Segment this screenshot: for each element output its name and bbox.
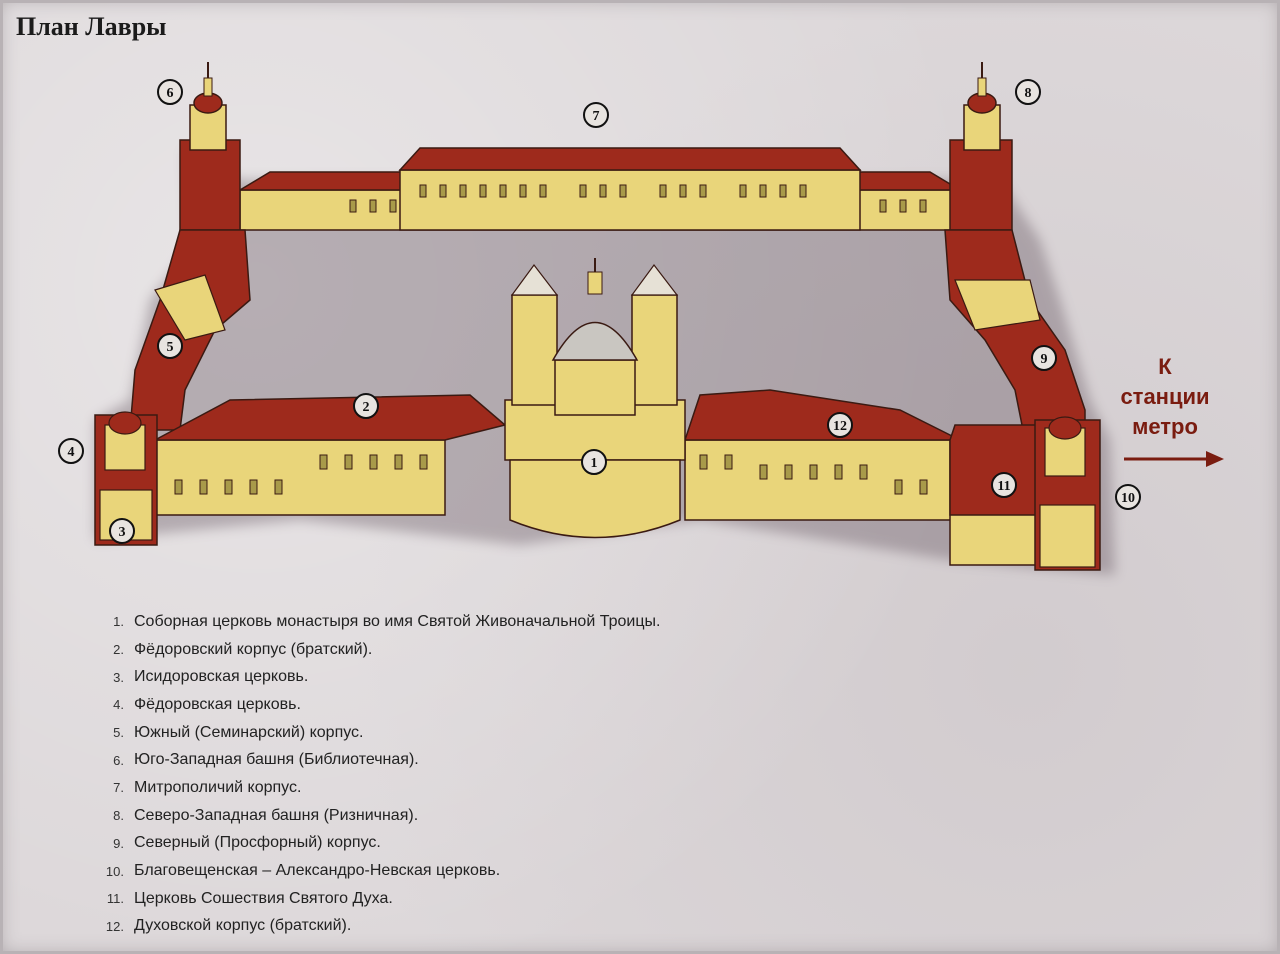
legend-item: 5. Южный (Семинарский) корпус. xyxy=(96,719,660,747)
svg-text:7: 7 xyxy=(593,109,600,124)
legend-item: 1. Соборная церковь монастыря во имя Свят… xyxy=(96,608,660,636)
legend-number: 12. xyxy=(105,918,124,934)
legend-number: 4. xyxy=(113,697,124,713)
marker-3[interactable]: 3 xyxy=(109,518,135,544)
legend-number: 11. xyxy=(106,891,124,907)
svg-text:3: 3 xyxy=(119,525,126,540)
legend-item: 8. Северо-Западная башня (Ризничная). xyxy=(96,802,660,830)
legend-item: 4. Фёдоровская церковь. xyxy=(96,691,660,719)
svg-text:5: 5 xyxy=(167,340,174,355)
metro-direction-label: К станции метро xyxy=(1100,352,1230,442)
legend-text: Южный (Семинарский) корпус. xyxy=(134,723,364,741)
legend-number: 10. xyxy=(105,863,124,879)
legend-text: Северо-Западная башня (Ризничная). xyxy=(134,806,419,824)
metro-label-line-3: метро xyxy=(1132,414,1198,439)
legend-number: 8. xyxy=(113,808,124,824)
svg-text:4: 4 xyxy=(68,445,75,460)
svg-text:10: 10 xyxy=(1121,491,1135,506)
marker-8[interactable]: 8 xyxy=(1015,79,1041,105)
svg-text:1: 1 xyxy=(591,456,598,471)
legend-text: Митрополичий корпус. xyxy=(134,778,302,796)
legend-text: Соборная церковь монастыря во имя Святой… xyxy=(134,612,661,630)
svg-text:9: 9 xyxy=(1041,352,1048,367)
marker-1[interactable]: 1 xyxy=(581,449,607,475)
holy-spirit-church xyxy=(949,424,1041,566)
legend-text: Северный (Просфорный) корпус. xyxy=(134,834,381,852)
legend-item: 12. Духовской корпус (братский). xyxy=(96,913,660,941)
marker-2[interactable]: 2 xyxy=(353,393,379,419)
legend-text: Церковь Сошествия Святого Духа. xyxy=(134,889,393,907)
annunciation-church xyxy=(1034,416,1101,571)
svg-text:2: 2 xyxy=(363,400,370,415)
marker-7[interactable]: 7 xyxy=(583,102,609,128)
legend-list: 1. Соборная церковь монастыря во имя Свят… xyxy=(96,608,661,941)
legend-item: 2. Фёдоровский корпус (братский). xyxy=(96,636,660,664)
fedorovsky-building xyxy=(154,394,507,516)
lavra-plan-illustration: 1 2 3 4 5 6 7 8 9 10 11 12 xyxy=(58,62,1224,575)
legend-text: Юго-Западная башня (Библиотечная). xyxy=(134,751,419,769)
marker-11[interactable]: 11 xyxy=(991,472,1017,498)
legend-text: Фёдоровский корпус (братский). xyxy=(134,640,373,658)
marker-12[interactable]: 12 xyxy=(827,412,853,438)
marker-10[interactable]: 10 xyxy=(1115,484,1141,510)
svg-text:8: 8 xyxy=(1025,86,1032,101)
metro-label-line-1: К xyxy=(1158,354,1172,379)
southwest-tower xyxy=(179,62,241,231)
metro-label-line-2: станции xyxy=(1120,384,1210,409)
southern-seminary-building xyxy=(129,229,251,431)
legend-number: 7. xyxy=(113,780,124,796)
legend-item: 10. Благовещенская – Александро-Невская ц… xyxy=(96,857,660,885)
svg-text:6: 6 xyxy=(167,86,174,101)
legend-item: 11. Церковь Сошествия Святого Духа. xyxy=(96,885,660,913)
northwest-tower xyxy=(949,62,1013,231)
legend-item: 6. Юго-Западная башня (Библиотечная). xyxy=(96,746,660,774)
metro-arrow-icon xyxy=(1124,451,1224,467)
legend-text: Благовещенская – Александро-Невская церк… xyxy=(134,862,501,880)
marker-4[interactable]: 4 xyxy=(58,438,84,464)
metropolitan-building xyxy=(237,147,963,231)
svg-text:11: 11 xyxy=(997,479,1010,494)
legend-number: 6. xyxy=(113,752,124,768)
marker-5[interactable]: 5 xyxy=(157,333,183,359)
map-markers: 1 2 3 4 5 6 7 8 9 10 11 12 xyxy=(58,79,1141,544)
legend-text: Фёдоровская церковь. xyxy=(134,695,301,713)
marker-9[interactable]: 9 xyxy=(1031,345,1057,371)
legend-text: Исидоровская церковь. xyxy=(134,668,309,686)
legend-item: 3. Исидоровская церковь. xyxy=(96,663,660,691)
legend-number: 5. xyxy=(113,725,124,741)
legend-item: 9. Северный (Просфорный) корпус. xyxy=(96,830,660,858)
legend-number: 3. xyxy=(113,669,124,685)
legend-number: 9. xyxy=(113,835,124,851)
marker-6[interactable]: 6 xyxy=(157,79,183,105)
dukhovskoy-building xyxy=(683,389,961,521)
legend-item: 7. Митрополичий корпус. xyxy=(96,774,660,802)
legend-text: Духовской корпус (братский). xyxy=(134,917,352,935)
svg-text:12: 12 xyxy=(833,419,847,434)
legend-number: 2. xyxy=(113,642,124,658)
map-title: План Лавры xyxy=(16,12,167,41)
legend-number: 1. xyxy=(113,614,124,630)
